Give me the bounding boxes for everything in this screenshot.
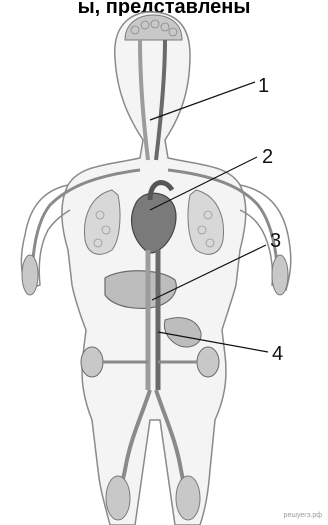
- right-foot-capillaries: [176, 476, 200, 520]
- left-kidney: [81, 347, 103, 377]
- label-4: 4: [272, 343, 283, 365]
- left-hand-capillaries: [22, 255, 38, 295]
- label-2: 2: [262, 146, 273, 168]
- label-3: 3: [270, 230, 281, 252]
- liver: [105, 271, 176, 309]
- right-kidney: [197, 347, 219, 377]
- label-1: 1: [258, 75, 269, 97]
- watermark: решуегэ.рф: [284, 512, 322, 519]
- right-hand-capillaries: [272, 255, 288, 295]
- left-foot-capillaries: [106, 476, 130, 520]
